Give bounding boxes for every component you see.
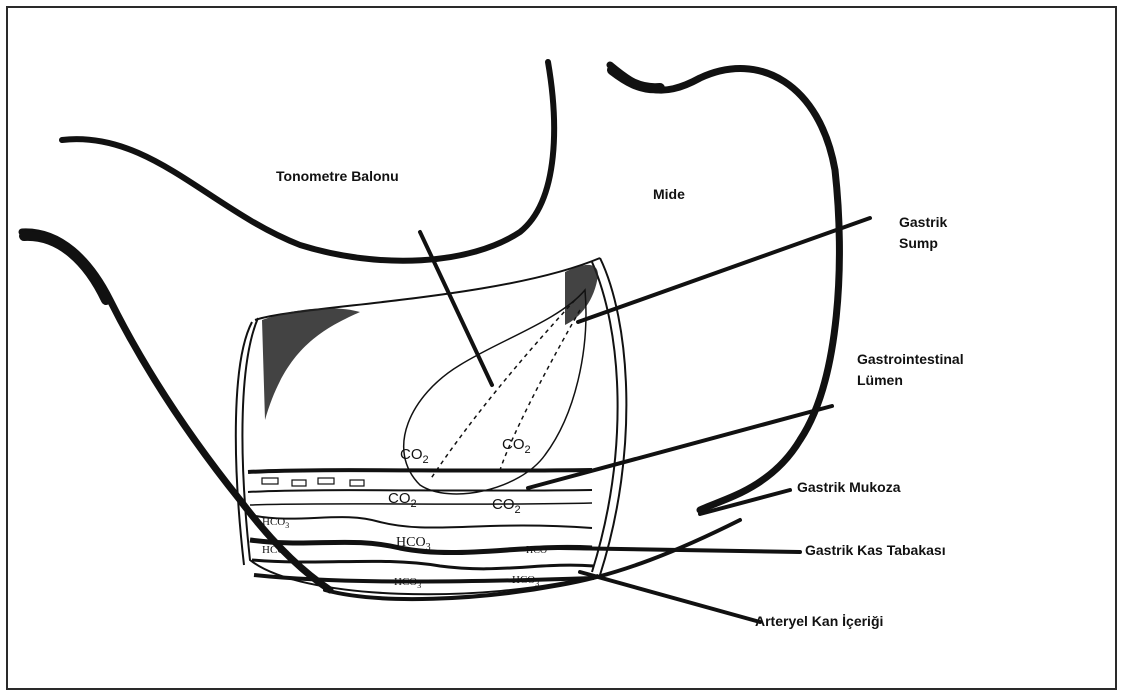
- label-gastrointestinal-line2: Lümen: [857, 370, 997, 391]
- stomach-outline: [22, 62, 839, 599]
- co2-balloon-right: CO2: [502, 434, 531, 461]
- label-gastrik-sump-line2: Sump: [899, 233, 979, 254]
- label-gastrointestinal-line1: Gastrointestinal: [857, 349, 997, 370]
- label-gastrik-sump-line1: Gastrik: [899, 212, 979, 233]
- co2-lumen-left: CO2: [388, 488, 417, 515]
- mucosa-marks: [262, 478, 364, 486]
- label-gastrik-sump: Gastrik Sump: [899, 212, 979, 254]
- hco3-muscle-1: HCO3: [262, 540, 289, 564]
- co2-lumen-right: CO2: [492, 494, 521, 521]
- label-gastrik-kas-tabakasi: Gastrik Kas Tabakası: [805, 540, 946, 561]
- hco3-blood-1: HCO3: [394, 572, 421, 596]
- hco3-mucosa-1: HCO3: [262, 512, 289, 536]
- label-gastrointestinal-lumen: Gastrointestinal Lümen: [857, 349, 997, 391]
- hco3-mucosa-3: HCO: [526, 540, 547, 561]
- label-mide: Mide: [653, 184, 685, 205]
- label-arteryel-kan: Arteryel Kan İçeriği: [755, 611, 883, 632]
- co2-balloon-left: CO2: [400, 444, 429, 471]
- hco3-blood-2: HCO3: [512, 570, 539, 594]
- hco3-mucosa-2: HCO3: [396, 532, 431, 558]
- tonometer-balloon: [404, 290, 586, 494]
- window-shading: [262, 265, 598, 420]
- label-gastrik-mukoza: Gastrik Mukoza: [797, 477, 900, 498]
- label-tonometre-balonu: Tonometre Balonu: [276, 166, 399, 187]
